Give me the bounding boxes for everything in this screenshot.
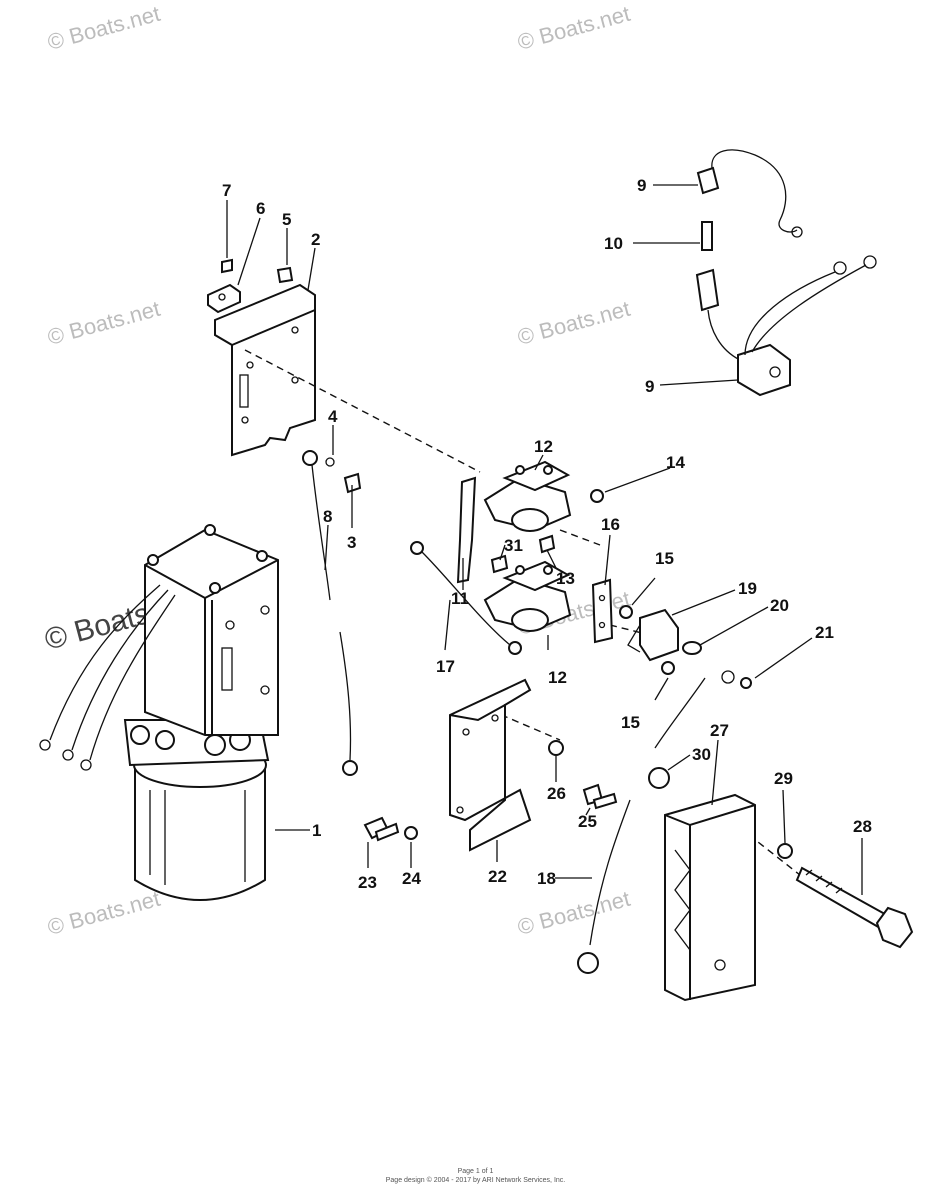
- callout-2: 2: [311, 230, 320, 249]
- callout-3: 3: [347, 533, 356, 552]
- leader-lines: [226, 184, 863, 895]
- watermark: © Boats.net: [515, 886, 633, 940]
- callout-17: 17: [436, 657, 455, 676]
- callout-16: 16: [601, 515, 620, 534]
- callout-27: 27: [710, 721, 729, 740]
- callout-4: 4: [328, 407, 338, 426]
- callout-12: 12: [534, 437, 553, 456]
- bracket-hardware: [207, 258, 294, 314]
- callout-7: 7: [222, 181, 231, 200]
- wiring-harness: [695, 149, 877, 397]
- callout-31: 31: [504, 536, 523, 555]
- callout-1: 1: [312, 821, 321, 840]
- callout-25: 25: [578, 812, 597, 831]
- circuit-breaker-assembly: [619, 605, 752, 749]
- watermark: © Boats.net: [45, 886, 163, 940]
- callout-24: 24: [402, 869, 421, 888]
- callout-22: 22: [488, 867, 507, 886]
- callout-14: 14: [666, 453, 685, 472]
- callout-26: 26: [547, 784, 566, 803]
- callout-labels: 1 2 3 4 5 6 7 8 9 10 9 11 12 12 13 14 15…: [222, 176, 872, 892]
- callout-5: 5: [282, 210, 291, 229]
- callout-29: 29: [774, 769, 793, 788]
- callout-8: 8: [323, 507, 332, 526]
- callout-11: 11: [451, 589, 469, 608]
- callout-19: 19: [738, 579, 757, 598]
- lower-bracket-assembly: [363, 678, 618, 852]
- callout-20: 20: [770, 596, 789, 615]
- callout-9-lower: 9: [645, 377, 654, 396]
- callout-23: 23: [358, 873, 377, 892]
- footer-page-count: Page 1 of 1: [457, 1168, 494, 1175]
- callout-10: 10: [604, 234, 623, 253]
- solenoid-assembly: [456, 460, 614, 644]
- callout-13: 13: [556, 569, 575, 588]
- jumper-cable: [410, 541, 522, 655]
- watermark: © Boats.net: [515, 296, 633, 350]
- callout-15-lower: 15: [621, 713, 640, 732]
- callout-9: 9: [637, 176, 646, 195]
- callout-12-lower: 12: [548, 668, 567, 687]
- watermark: © Boats.net: [45, 296, 163, 350]
- callout-18: 18: [537, 869, 556, 888]
- pump-motor-assembly: [39, 524, 279, 901]
- callout-6: 6: [256, 199, 265, 218]
- callout-30: 30: [692, 745, 711, 764]
- ground-cable: [302, 450, 362, 776]
- watermark: © Boats.net: [515, 1, 633, 55]
- footer-copyright: Page design © 2004 - 2017 by ARI Network…: [385, 1177, 566, 1184]
- clamp-block-assembly: [648, 767, 914, 1002]
- callout-15: 15: [655, 549, 674, 568]
- mounting-bracket: [214, 283, 316, 457]
- watermark: © Boats.net: [45, 1, 163, 55]
- callout-21: 21: [815, 623, 834, 642]
- callout-28: 28: [853, 817, 872, 836]
- ground-strap: [577, 799, 631, 974]
